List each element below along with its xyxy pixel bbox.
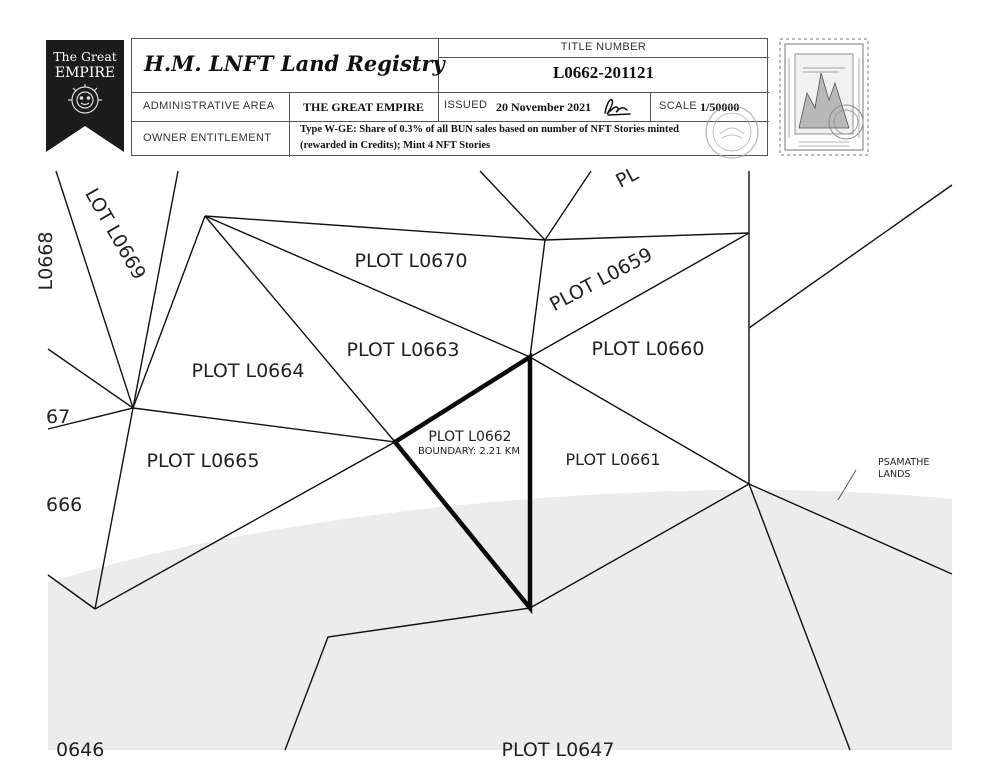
plot-cut-666-label: 666: [46, 494, 82, 516]
lot-l0669-label: LOT L0669: [80, 185, 150, 284]
plot-l0662-boundary[interactable]: [391, 352, 533, 615]
land-map: PLOT L0670 PLOT L0663 PLOT L0660 PLOT L0…: [35, 163, 953, 761]
plot-cut-top-label: PL: [612, 163, 642, 193]
plot-l0663-label: PLOT L0663: [347, 339, 460, 361]
registry-seal: [704, 104, 760, 160]
registry-table: H.M. LNFT Land Registry TITLE NUMBER L06…: [131, 38, 769, 157]
highlight-plot-name: PLOT L0662: [428, 429, 511, 445]
banner-line1: The Great: [53, 49, 117, 64]
postage-stamp: [779, 38, 869, 156]
plot-cut-left-label: L0668: [35, 232, 57, 291]
plot-cut-0646-label: 0646: [56, 739, 104, 761]
signature-icon: [604, 98, 631, 116]
plot-boundaries: [47, 170, 953, 751]
admin-area-value: THE GREAT EMPIRE: [303, 100, 424, 114]
registry-title: H.M. LNFT Land Registry: [144, 51, 445, 76]
title-number: L0662-201121: [552, 63, 655, 82]
banner-graphic: The Great EMPIRE: [46, 40, 124, 152]
owner-entitlement-line1: Type W-GE: Share of 0.3% of all BUN sale…: [300, 124, 679, 135]
empire-banner: The Great EMPIRE: [46, 40, 124, 152]
title-number-label: TITLE NUMBER: [560, 41, 647, 53]
plot-cut-67-label: 67: [46, 406, 70, 428]
plot-l0670-label: PLOT L0670: [355, 250, 468, 272]
lion-crest-icon: [68, 84, 102, 114]
region-label-line2: LANDS: [878, 469, 910, 480]
admin-area-label: ADMINISTRATIVE AREA: [143, 100, 275, 112]
plot-l0661-label: PLOT L0661: [565, 450, 660, 469]
sea-region: [48, 490, 952, 750]
owner-entitlement-line2: (rewarded in Credits); Mint 4 NFT Storie…: [300, 140, 491, 151]
stamp-icon: [779, 38, 869, 156]
region-label-line1: PSAMATHE: [878, 457, 929, 468]
plot-l0659-label: PLOT L0659: [546, 243, 656, 315]
highlight-plot-boundary: BOUNDARY: 2.21 KM: [418, 446, 520, 457]
issued-label: ISSUED: [444, 99, 488, 111]
plot-l0647-label: PLOT L0647: [502, 739, 615, 761]
plot-l0665-label: PLOT L0665: [147, 450, 260, 472]
scale-value: 1/50000: [700, 100, 740, 114]
scale-label: SCALE: [659, 100, 698, 112]
seal-icon: [705, 105, 759, 159]
issued-date: 20 November 2021: [496, 100, 592, 114]
plot-l0664-label: PLOT L0664: [192, 360, 305, 382]
owner-entitlement-label: OWNER ENTITLEMENT: [143, 132, 272, 144]
plot-l0660-label: PLOT L0660: [592, 338, 705, 360]
map-canvas: PLOT L0670 PLOT L0663 PLOT L0660 PLOT L0…: [35, 163, 953, 761]
banner-line2: EMPIRE: [55, 65, 115, 81]
